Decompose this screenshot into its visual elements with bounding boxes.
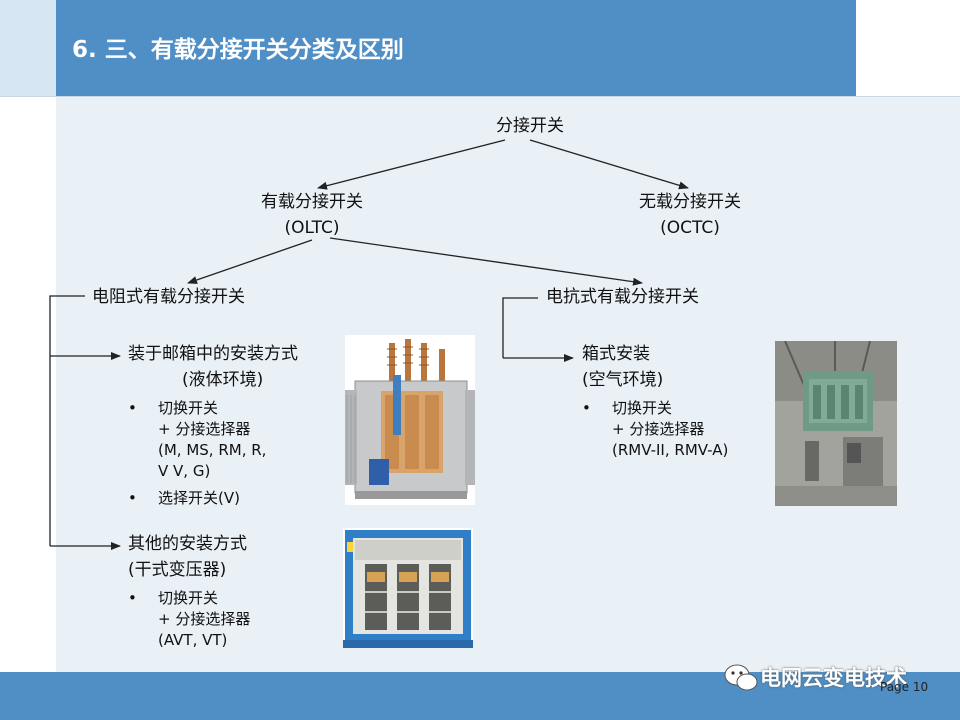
other-heading: 其他的安装方式	[128, 534, 247, 554]
oltc-label: 有载分接开关	[261, 192, 363, 212]
reactive-node: 电抗式有载分接开关	[546, 287, 699, 307]
dry-transformer-photo	[343, 528, 473, 648]
outdoor-transformer-photo	[775, 341, 897, 506]
bullet-dot: •	[128, 589, 137, 607]
corner-block	[0, 0, 56, 96]
bullet-dot: •	[128, 399, 137, 417]
oil-tank-heading: 装于邮箱中的安装方式	[128, 344, 298, 364]
title-divider	[0, 96, 960, 97]
oltc-to-resistive-arrow	[187, 239, 313, 284]
footer-bar	[0, 672, 960, 720]
octc-label: 无载分接开关	[639, 192, 741, 212]
other-env: (干式变压器)	[128, 560, 227, 580]
oil-tank-bullet-1: • 切换开关 + 分接选择器 (M, MS, RM, R, V V, G)	[128, 399, 267, 480]
oltc-to-reactive-arrow	[329, 237, 643, 286]
root-to-octc-arrow	[529, 139, 689, 190]
bullet-dot: •	[582, 399, 591, 417]
title-bar	[56, 0, 856, 96]
root-to-oltc-arrow	[317, 139, 506, 190]
box-heading: 箱式安装	[582, 344, 650, 364]
resistive-node: 电阻式有载分接开关	[92, 287, 245, 307]
oltc-abbr: (OLTC)	[284, 218, 340, 238]
page-number: Page 10	[880, 680, 929, 694]
root-node: 分接开关	[496, 116, 564, 136]
bullet-dot: •	[128, 489, 137, 507]
reactive-bracket	[502, 297, 538, 358]
oil-transformer-photo	[345, 335, 475, 505]
box-bullet-1: • 切换开关 + 分接选择器 (RMV-II, RMV-A)	[582, 399, 729, 459]
oil-tank-env: (液体环境)	[182, 370, 264, 390]
wechat-icon	[724, 663, 758, 697]
resistive-bracket	[49, 295, 85, 546]
watermark-text: 电网云变电技术	[760, 666, 907, 690]
box-env: (空气环境)	[582, 370, 664, 390]
oil-tank-bullet-2: • 选择开关(V)	[128, 489, 240, 507]
slide-title: 6. 三、有载分接开关分类及区别	[72, 37, 404, 63]
other-bullet-1: • 切换开关 + 分接选择器 (AVT, VT)	[128, 589, 251, 649]
octc-abbr: (OCTC)	[660, 218, 720, 238]
